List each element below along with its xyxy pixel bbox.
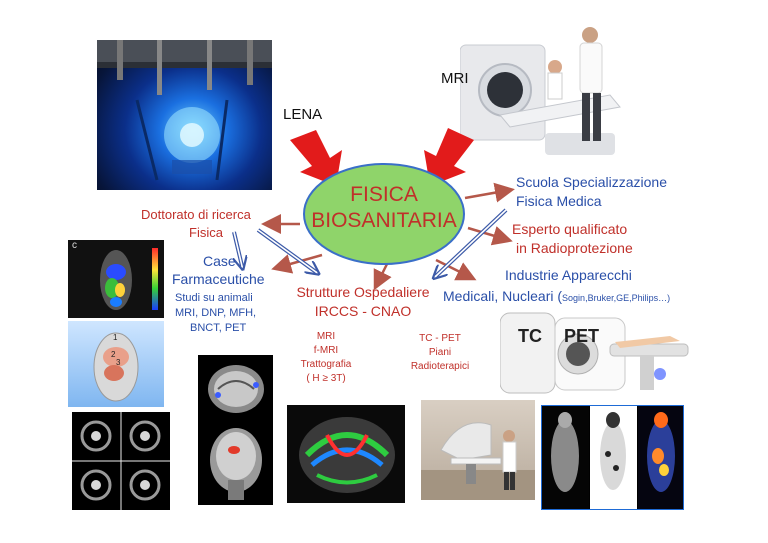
- case-line1: Case: [203, 253, 236, 269]
- scanner-pet-label: PET: [564, 326, 600, 346]
- arrow-to-industrie: [435, 258, 477, 281]
- mri-list-line1: MRI: [316, 331, 336, 342]
- ct-grid-image: [72, 412, 170, 510]
- dottorato-line2: Fisica: [189, 225, 223, 240]
- center-title-line2: BIOSANITARIA: [311, 209, 457, 232]
- mri-list-line3: Trattografia: [300, 359, 352, 370]
- esperto-line1: Esperto qualificato: [512, 221, 628, 237]
- strutture-line2: IRCCS - CNAO: [314, 303, 412, 319]
- mouse-scan-image: c: [68, 240, 164, 318]
- studi-line3: BNCT, PET: [190, 322, 247, 334]
- dottorato-line1: Dottorato di ricerca: [141, 207, 251, 222]
- arrow-scuola-to-strutture: [436, 209, 507, 276]
- mouse-mark-3: 3: [116, 358, 121, 367]
- brain-mri-sagittal: [198, 355, 273, 420]
- tcpet-line1: TC - PET: [419, 333, 461, 344]
- scanner-tc-label: TC: [518, 326, 542, 346]
- industrie-brands: Sogin,Bruker,GE,Philips…): [562, 293, 671, 303]
- radiotherapy-photo: [421, 400, 535, 500]
- arrow-dottorato-to-case: [234, 231, 242, 266]
- mri-label: MRI: [441, 70, 469, 87]
- mri-list-line4: ( H ≥ 3T): [306, 373, 346, 384]
- reactor-photo: [97, 40, 272, 190]
- arrow-to-strutture: [373, 261, 392, 291]
- arrow-to-scuola: [464, 182, 515, 203]
- scuola-line1: Scuola Specializzazione: [516, 174, 667, 190]
- mouse-model-image: 1 2 3: [68, 321, 164, 407]
- pet-body-scans-image: [541, 405, 684, 510]
- center-title-line1: FISICA: [350, 183, 418, 206]
- mri-photo: [460, 15, 632, 163]
- scuola-line2: Fisica Medica: [516, 193, 602, 209]
- big-arrow-lena: [290, 130, 342, 186]
- arrow-to-esperto: [467, 226, 513, 246]
- lena-label: LENA: [283, 106, 323, 123]
- industrie-line1: Industrie Apparecchi: [505, 267, 632, 283]
- mouse-mark-2: 2: [111, 350, 116, 359]
- tcpet-line3: Radioterapici: [410, 361, 470, 372]
- studi-line2: MRI, DNP, MFH,: [175, 307, 257, 319]
- esperto-line2: in Radioprotezione: [516, 240, 633, 256]
- pet-ct-scanner-image: TC PET: [500, 308, 690, 398]
- mri-list-line2: f-MRI: [313, 345, 339, 356]
- big-arrow-mri: [424, 128, 474, 186]
- tcpet-line2: Piani: [428, 347, 452, 358]
- studi-line1: Studi su animali: [175, 292, 253, 304]
- tractography-image: [287, 405, 405, 503]
- mouse-mark-1: 1: [113, 333, 118, 342]
- brain-mri-coronal: [198, 420, 273, 505]
- industrie-line2: Medicali, Nucleari (Sogin,Bruker,GE,Phil…: [443, 288, 670, 305]
- case-line2: Farmaceutiche: [172, 271, 265, 287]
- strutture-line1: Strutture Ospedaliere: [296, 284, 430, 300]
- scan-letter: c: [72, 240, 77, 251]
- arrow-dottorato-to-strutture: [257, 229, 316, 272]
- industrie-main: Medicali, Nucleari (: [443, 288, 563, 304]
